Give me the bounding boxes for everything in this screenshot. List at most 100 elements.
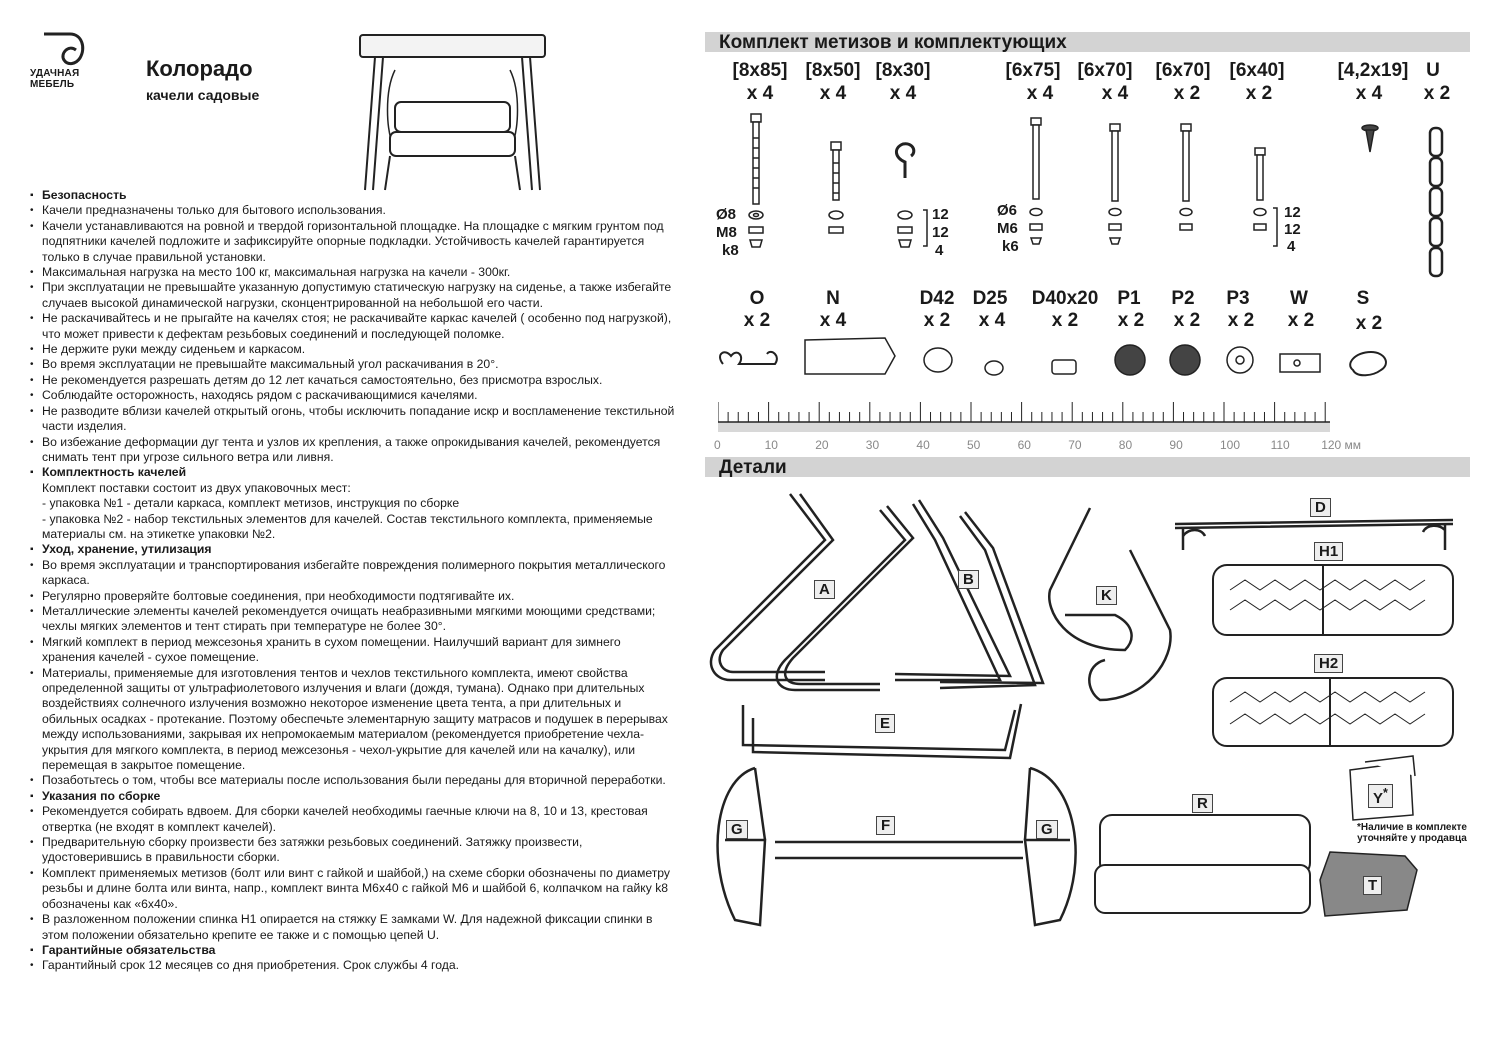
bullet-text: Мягкий комплект в период межсезонья хран… xyxy=(42,634,621,665)
arc-g-right-icon xyxy=(1023,766,1077,927)
part-code-d25: D25 xyxy=(972,288,1008,309)
detail-label-b: B xyxy=(958,570,979,589)
bullet-text: Во время эксплуатации не превышайте макс… xyxy=(42,357,499,372)
heading-text: Указания по сборке xyxy=(42,788,161,803)
ruler-label: 0 xyxy=(714,438,721,452)
part-qty-d42: x 2 xyxy=(923,310,951,331)
knob-p3-icon xyxy=(1226,346,1254,374)
bullet-icon: • xyxy=(30,806,34,818)
hook-8x30-icon xyxy=(895,142,916,178)
bullet-icon: • xyxy=(30,205,34,217)
frame-k-icon xyxy=(1048,507,1172,702)
chain-qty: x 2 xyxy=(1423,83,1451,104)
screw-4-2x19-icon xyxy=(1361,124,1379,153)
bar-e-icon xyxy=(741,703,1023,760)
instruction-bullet: •Во время эксплуатации и транспортирован… xyxy=(30,558,675,589)
bolt-size-2: [8x50] xyxy=(805,60,861,81)
bullet-icon: • xyxy=(30,390,34,402)
brand-name: УДАЧНАЯ МЕБЕЛЬ xyxy=(30,68,100,90)
bullet-icon: ▪ xyxy=(30,944,34,956)
part-qty-d25: x 4 xyxy=(978,310,1006,331)
instruction-bullet: •Во время эксплуатации не превышайте мак… xyxy=(30,357,675,372)
instruction-bullet: •Регулярно проверяйте болтовые соединени… xyxy=(30,589,675,604)
bolt-size-7: [6x40] xyxy=(1229,60,1285,81)
brand-name-line1: УДАЧНАЯ xyxy=(30,68,80,79)
instruction-heading: ▪Гарантийные обязательства xyxy=(30,943,675,958)
ruler-label: 100 xyxy=(1220,438,1241,452)
bullet-icon: • xyxy=(30,914,34,926)
bolt-qty-7: x 2 xyxy=(1245,83,1273,104)
detail-label-f: F xyxy=(876,816,896,835)
detail-label-g-left: G xyxy=(726,820,748,839)
instruction-bullet: •Качели устанавливаются на ровной и твер… xyxy=(30,219,675,265)
details-drawings xyxy=(709,493,1454,927)
part-qty-s: x 2 xyxy=(1355,313,1383,334)
part-code-d40x20: D40x20 xyxy=(1031,288,1099,309)
bolt-size-3: [8x30] xyxy=(875,60,931,81)
detail-label-a: A xyxy=(814,580,835,599)
group1-count-1: 12 xyxy=(932,206,949,223)
bullet-icon: • xyxy=(30,636,34,648)
instruction-bullet: •Соблюдайте осторожность, находясь рядом… xyxy=(30,388,675,403)
back-h1-icon xyxy=(1212,564,1454,636)
instruction-text: Комплект поставки состоит из двух упаков… xyxy=(42,480,351,495)
bullet-text: Не держите руки между сиденьем и каркасо… xyxy=(42,342,306,357)
ruler-label: 10 xyxy=(764,438,778,452)
instruction-bullet: • Максимальная нагрузка на место 100 кг, … xyxy=(30,265,675,280)
bolt-qty-4: x 4 xyxy=(1026,83,1054,104)
hardware-drawings xyxy=(748,113,1444,278)
instruction-bullet: • Гарантийный срок 12 месяцев со дня прио… xyxy=(30,958,675,973)
instruction-bullet: •Не разводите вблизи качелей открытый ог… xyxy=(30,404,675,435)
part-qty-p1: x 2 xyxy=(1117,310,1145,331)
part-qty-p3: x 2 xyxy=(1227,310,1255,331)
bolt-8x50-icon xyxy=(830,141,842,201)
part-code-s: S xyxy=(1356,288,1370,309)
detail-label-t: T xyxy=(1363,876,1383,895)
bullet-icon: • xyxy=(30,559,34,571)
part-qty-w: x 2 xyxy=(1287,310,1315,331)
bullet-icon: • xyxy=(30,344,34,356)
instruction-bullet: • В разложенном положении спинка H1 опира… xyxy=(30,912,675,943)
washer-nut-cap-group2-icon xyxy=(1029,207,1278,247)
instruction-bullet: •Предварительную сборку произвести без з… xyxy=(30,835,675,866)
ruler-label: 30 xyxy=(865,438,880,452)
part-qty-o: x 2 xyxy=(743,310,771,331)
bolt-qty-8: x 4 xyxy=(1355,83,1383,104)
ruler-label: 90 xyxy=(1169,438,1183,452)
bullet-icon: • xyxy=(30,775,34,787)
bullet-icon: • xyxy=(30,867,34,879)
bullet-icon: • xyxy=(30,374,34,386)
bolt-qty-5: x 4 xyxy=(1101,83,1129,104)
instruction-text: - упаковка №1 - детали каркаса, комплект… xyxy=(42,496,460,511)
bullet-text: Качели устанавливаются на ровной и тверд… xyxy=(42,218,664,264)
bolt-size-1: [8x85] xyxy=(732,60,788,81)
bullet-icon: • xyxy=(30,960,34,972)
bolt-6x75-icon xyxy=(1030,117,1042,200)
instruction-bullet: • Позаботьтесь о том, чтобы все материалы… xyxy=(30,773,675,788)
part-code-p1: P1 xyxy=(1117,288,1141,309)
group2-count-1: 12 xyxy=(1284,204,1301,221)
heading-text: Комплектность качелей xyxy=(42,465,187,480)
brand-name-line2: МЕБЕЛЬ xyxy=(30,79,75,90)
bullet-text: Максимальная нагрузка на место 100 кг, м… xyxy=(42,265,511,280)
bullet-text: При эксплуатации не превышайте указанную… xyxy=(42,280,672,310)
bullet-icon: • xyxy=(30,590,34,602)
bullet-icon: • xyxy=(30,267,34,279)
bullet-text: Гарантийный срок 12 месяцев со дня приоб… xyxy=(42,958,460,973)
group1-count-2: 12 xyxy=(932,224,949,241)
bullet-icon: • xyxy=(30,313,34,325)
instruction-bullet: •Не раскачивайтесь и не прыгайте на каче… xyxy=(30,311,675,342)
bolt-6x40-icon xyxy=(1254,147,1266,201)
bolt-size-8: [4,2x19] xyxy=(1337,60,1409,81)
chain-label: U xyxy=(1426,60,1440,81)
ruler-label: 50 xyxy=(967,438,981,452)
bullet-text: Позаботьтесь о том, чтобы все материалы … xyxy=(42,773,666,788)
bullet-text: Металлические элементы качелей рекоменду… xyxy=(42,603,656,634)
bullet-icon: • xyxy=(30,282,34,294)
part-code-d42: D42 xyxy=(919,288,955,309)
bullet-icon: • xyxy=(30,837,34,849)
bullet-text: В разложенном положении спинка H1 опирае… xyxy=(42,912,653,942)
bolt-6x70b-icon xyxy=(1180,123,1192,202)
detail-label-y: Y* xyxy=(1368,784,1393,808)
detail-label-h1: H1 xyxy=(1314,542,1344,561)
